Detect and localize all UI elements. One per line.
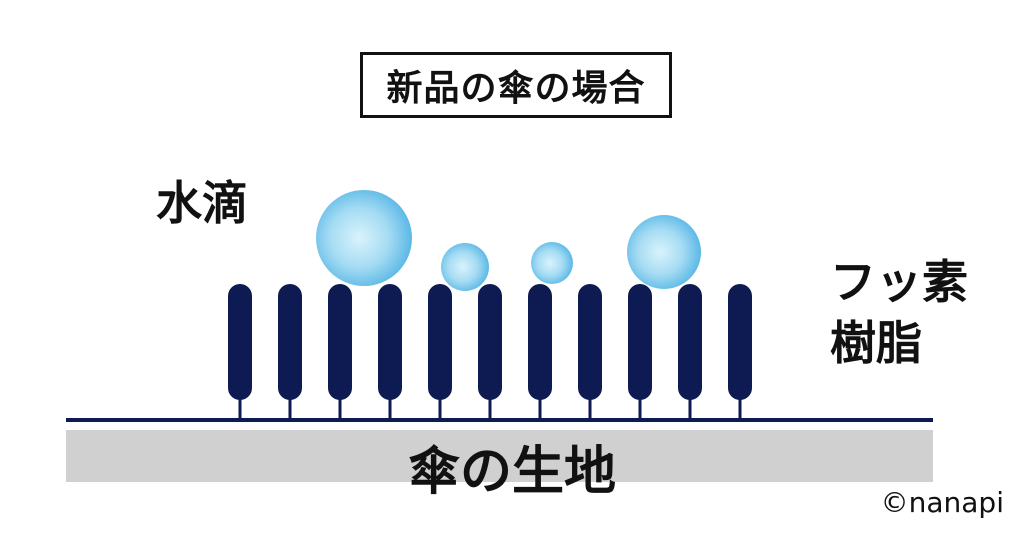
resin-pillar-11: [728, 284, 752, 400]
water-droplet-label: 水滴: [156, 176, 248, 230]
water-droplet-4: [627, 215, 701, 289]
umbrella-fabric-label: 傘の生地: [407, 442, 616, 502]
fluorine-resin-pillars: [228, 284, 752, 400]
diagram-title: 新品の傘の場合: [360, 52, 672, 118]
resin-pillar-10: [678, 284, 702, 400]
resin-pillar-2: [278, 284, 302, 400]
resin-pillar-8: [578, 284, 602, 400]
water-droplet-3: [531, 242, 573, 284]
copyright-text: ©nanapi: [880, 486, 1004, 519]
water-droplet-2: [441, 243, 489, 291]
resin-pillar-5: [428, 284, 452, 400]
resin-pillar-6: [478, 284, 502, 400]
resin-pillar-9: [628, 284, 652, 400]
water-droplets: [316, 190, 701, 291]
umbrella-fabric: [66, 430, 933, 482]
resin-pillar-1: [228, 284, 252, 400]
water-droplet-1: [316, 190, 412, 286]
resin-pillar-7: [528, 284, 552, 400]
resin-pillar-4: [378, 284, 402, 400]
fabric-surface-line: [66, 418, 933, 422]
fluorine-resin-label: フッ素 樹脂: [830, 252, 968, 373]
resin-pillar-3: [328, 284, 352, 400]
fluorine-resin-label-line-2: 樹脂: [830, 315, 922, 370]
fluorine-resin-label-line-1: フッ素: [830, 255, 968, 309]
